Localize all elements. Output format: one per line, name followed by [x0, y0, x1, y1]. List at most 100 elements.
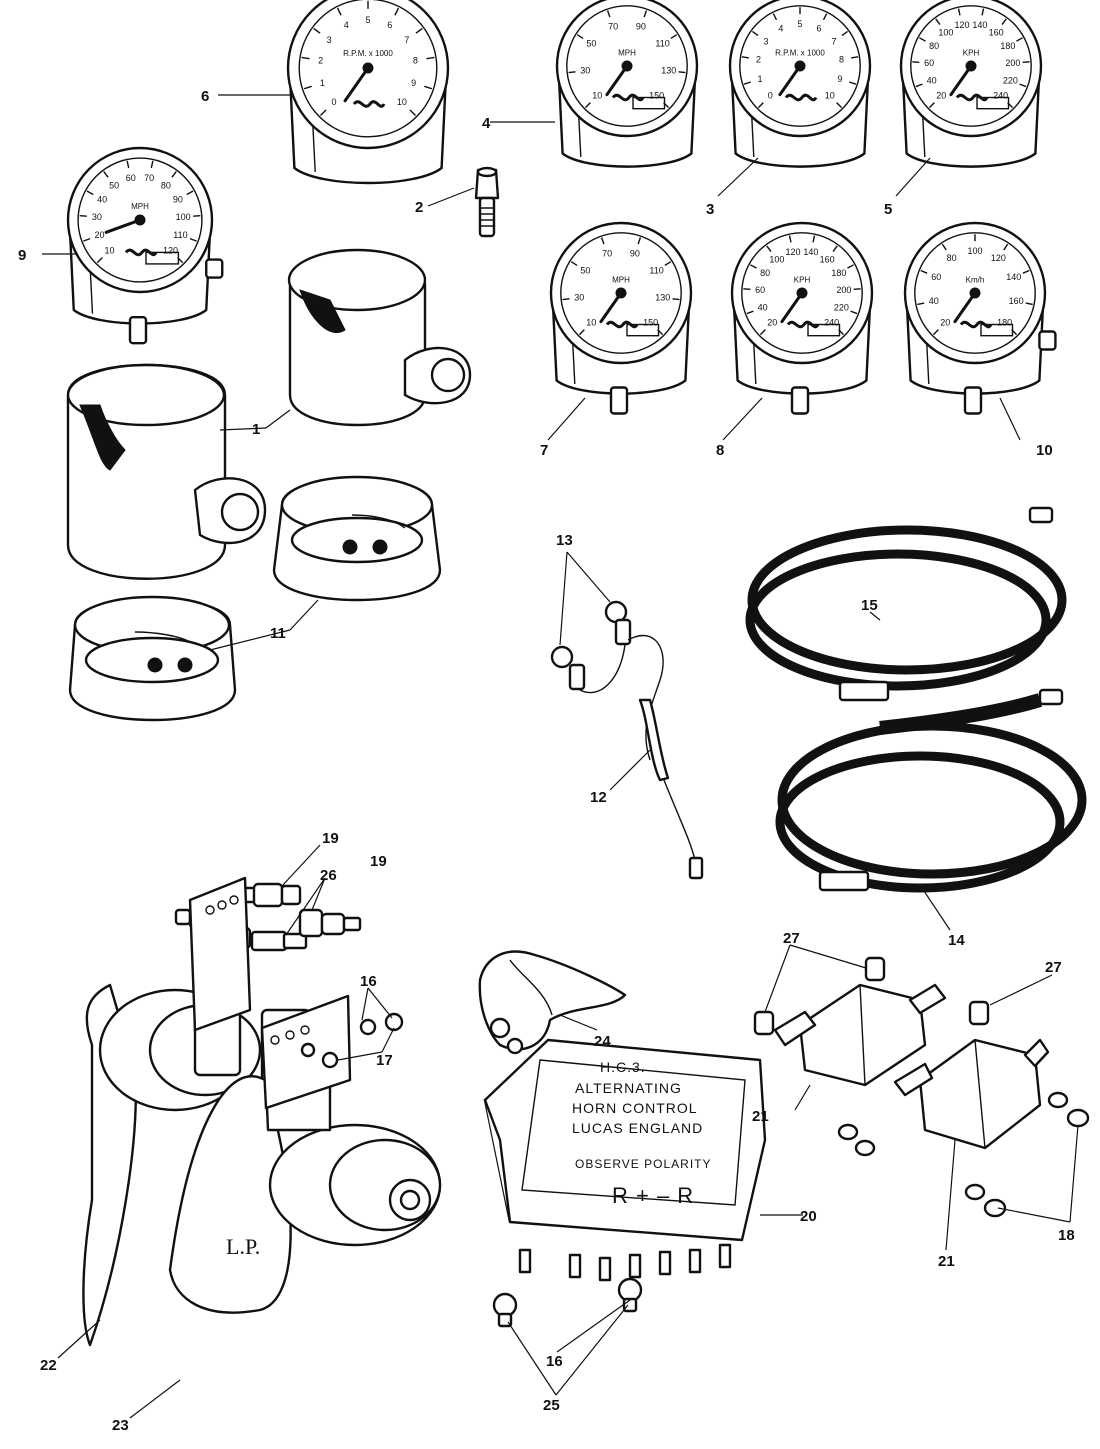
adaptor-part-2 — [474, 166, 500, 238]
dial-number: 7 — [404, 35, 409, 45]
callout-20: 20 — [800, 1208, 817, 1225]
leader-lines — [42, 94, 1079, 1419]
dial-tick — [409, 109, 417, 117]
dial-number: 6 — [817, 24, 822, 34]
dial-number: 80 — [947, 253, 957, 263]
dial-tick — [83, 237, 91, 242]
gauge-bezel — [286, 0, 450, 150]
dial-number: 130 — [655, 293, 670, 303]
dial-tick — [426, 56, 435, 60]
drive-stub — [609, 386, 629, 415]
bezel-11-upper — [272, 475, 442, 602]
relay-21-lower — [893, 1038, 1050, 1150]
callout-numbers: 6 4 3 5 9 7 8 10 2 1 11 13 12 15 14 19 2… — [18, 88, 1075, 1434]
dial-tick — [849, 81, 857, 85]
dial-number: 220 — [1003, 76, 1018, 86]
dial-tick — [1016, 37, 1023, 42]
callout-16-a: 16 — [360, 973, 377, 990]
dial-number: 10 — [104, 246, 114, 256]
callout-27-a: 27 — [783, 930, 800, 947]
dial-tick — [568, 71, 576, 74]
dial-unit: MPH — [131, 202, 149, 211]
dial-tick — [919, 37, 926, 42]
dial-tick — [772, 13, 778, 21]
dial-tick — [86, 190, 94, 196]
dial-number: 9 — [411, 78, 416, 88]
screws-25 — [492, 1277, 643, 1328]
horn-mounting-bracket — [188, 876, 404, 1110]
dial-tick — [570, 261, 578, 267]
dial-tick — [336, 7, 342, 16]
callout-27-b: 27 — [1045, 959, 1062, 976]
callout-22: 22 — [40, 1357, 57, 1374]
maker-logo — [352, 100, 386, 108]
control-plate-terminals: R + – R — [612, 1183, 694, 1208]
gauge-face — [914, 232, 1036, 354]
callout-7: 7 — [540, 442, 548, 459]
dial-number: 100 — [769, 254, 784, 264]
odometer-window — [976, 96, 1010, 110]
dial-unit: R.P.M. x 1000 — [343, 49, 393, 58]
callout-26: 26 — [320, 867, 337, 884]
gauge-face — [560, 232, 682, 354]
dial-tick — [746, 310, 754, 315]
dial-number: 10 — [586, 318, 596, 328]
gauge-needle — [780, 291, 804, 324]
dial-number: 3 — [764, 36, 769, 46]
dial-number: 1 — [320, 78, 325, 88]
dial-tick — [394, 7, 400, 16]
control-plate-line4: LUCAS ENGLAND — [572, 1120, 703, 1136]
dial-tick — [79, 214, 87, 217]
odometer-window — [626, 323, 660, 337]
odometer-window — [980, 323, 1014, 337]
dial-number: 50 — [586, 39, 596, 49]
bezel-11-lower — [68, 595, 237, 722]
dial-number: 10 — [825, 91, 835, 101]
gauge-needle — [104, 218, 142, 234]
callout-23: 23 — [112, 1417, 129, 1434]
dial-number: 120 — [991, 253, 1006, 263]
gauge-face — [77, 157, 203, 283]
callout-15: 15 — [861, 597, 878, 614]
dial-number: 100 — [967, 246, 982, 256]
dial-tick — [600, 237, 605, 245]
drive-stub — [790, 386, 810, 415]
callout-17: 17 — [376, 1052, 393, 1069]
dial-number: 20 — [936, 91, 946, 101]
gauge-needle — [949, 64, 973, 97]
dial-number: 50 — [109, 180, 119, 190]
dial-tick — [981, 8, 985, 16]
dial-tick — [941, 243, 947, 251]
dial-number: 4 — [778, 24, 783, 34]
dial-number: 4 — [344, 20, 349, 30]
dial-tick — [319, 109, 327, 117]
dial-unit: Km/h — [966, 276, 985, 285]
dial-number: 90 — [630, 248, 640, 258]
needle-hub — [796, 287, 808, 299]
gauge-needle — [599, 291, 623, 324]
dial-number: 200 — [1005, 58, 1020, 68]
drive-stub — [128, 316, 148, 345]
dial-number: 140 — [803, 247, 818, 257]
dial-tick — [832, 245, 838, 252]
dial-tick — [743, 81, 751, 85]
dial-number: 80 — [929, 41, 939, 51]
dial-number: 140 — [972, 20, 987, 30]
dial-tick — [189, 237, 197, 242]
callout-2: 2 — [415, 199, 423, 216]
dial-number: 220 — [834, 303, 849, 313]
dial-tick — [171, 171, 177, 178]
dial-number: 120 — [955, 20, 970, 30]
dial-unit: KPH — [794, 276, 811, 285]
dial-tick — [584, 102, 591, 109]
dial-number: 5 — [365, 15, 370, 25]
control-plate-line2: ALTERNATING — [575, 1080, 682, 1096]
dial-number: 10 — [397, 97, 407, 107]
dial-tick — [788, 235, 792, 243]
dial-tick — [957, 8, 961, 16]
callout-3: 3 — [706, 201, 714, 218]
gauge-needle — [778, 64, 802, 97]
